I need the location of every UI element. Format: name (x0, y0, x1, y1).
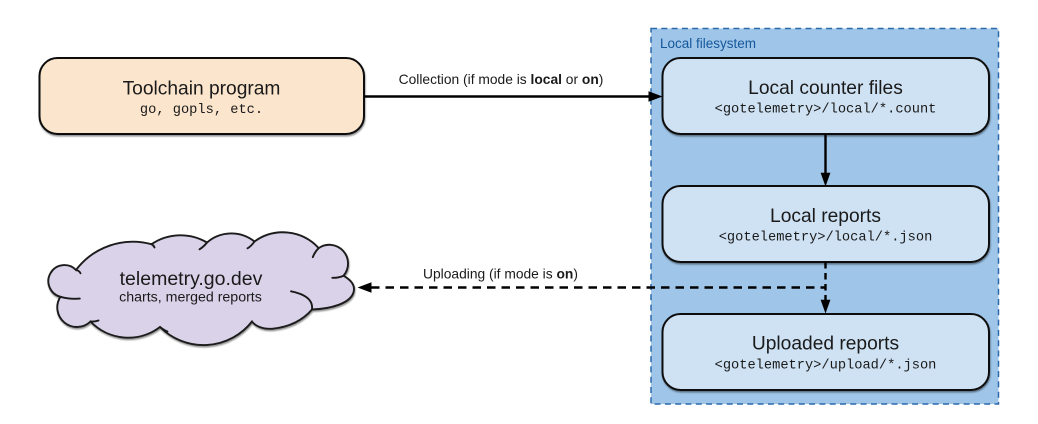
svg-text:Local filesystem: Local filesystem (660, 36, 756, 51)
svg-text:<gotelemetry>/local/*.json: <gotelemetry>/local/*.json (719, 231, 933, 246)
svg-text:Collection (if mode is local o: Collection (if mode is local or on) (399, 72, 604, 87)
svg-text:go, gopls, etc.: go, gopls, etc. (140, 103, 263, 118)
svg-text:telemetry.go.dev: telemetry.go.dev (120, 268, 263, 290)
svg-text:<gotelemetry>/local/*.count: <gotelemetry>/local/*.count (715, 103, 937, 118)
svg-text:charts, merged reports: charts, merged reports (119, 290, 262, 306)
svg-text:Local reports: Local reports (770, 206, 881, 227)
svg-text:<gotelemetry>/upload/*.json: <gotelemetry>/upload/*.json (715, 359, 937, 374)
svg-text:Uploading (if mode is on): Uploading (if mode is on) (423, 267, 578, 282)
svg-text:Uploaded reports: Uploaded reports (752, 334, 899, 355)
svg-text:Toolchain program: Toolchain program (123, 79, 281, 100)
svg-text:Local counter files: Local counter files (748, 78, 903, 99)
